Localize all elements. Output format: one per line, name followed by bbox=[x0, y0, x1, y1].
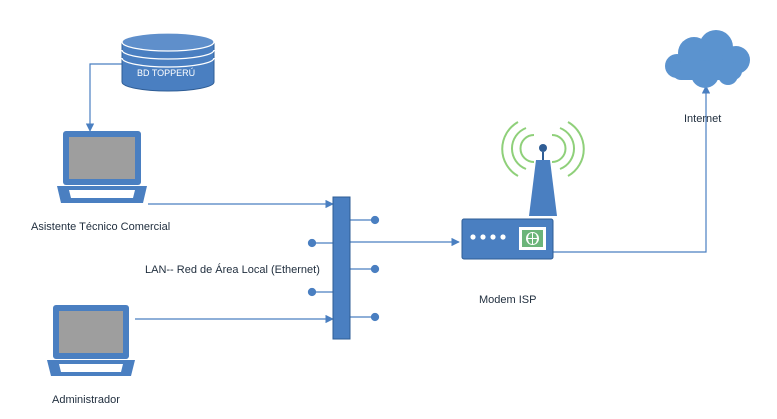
database-icon bbox=[121, 32, 215, 92]
modem-label: Modem ISP bbox=[479, 294, 537, 306]
switch-icon bbox=[307, 196, 380, 340]
wifi-signal-icon bbox=[501, 121, 585, 177]
router-icon bbox=[461, 218, 554, 260]
database-label: BD TOPPERÚ bbox=[137, 68, 196, 78]
db-to-workstation-connector bbox=[85, 63, 122, 132]
switch-label: LAN-- Red de Área Local (Ethernet) bbox=[145, 264, 320, 276]
workstation-label: Asistente Técnico Comercial bbox=[31, 221, 171, 233]
workstation-laptop-icon bbox=[57, 131, 147, 203]
cloud-icon bbox=[665, 30, 750, 88]
admin-label: Administrador bbox=[52, 394, 120, 406]
admin-laptop-icon bbox=[47, 305, 135, 376]
internet-label: Internet bbox=[684, 113, 722, 125]
connectors bbox=[85, 63, 711, 324]
antenna-icon bbox=[529, 144, 557, 216]
modem-to-internet-connector bbox=[553, 85, 711, 253]
